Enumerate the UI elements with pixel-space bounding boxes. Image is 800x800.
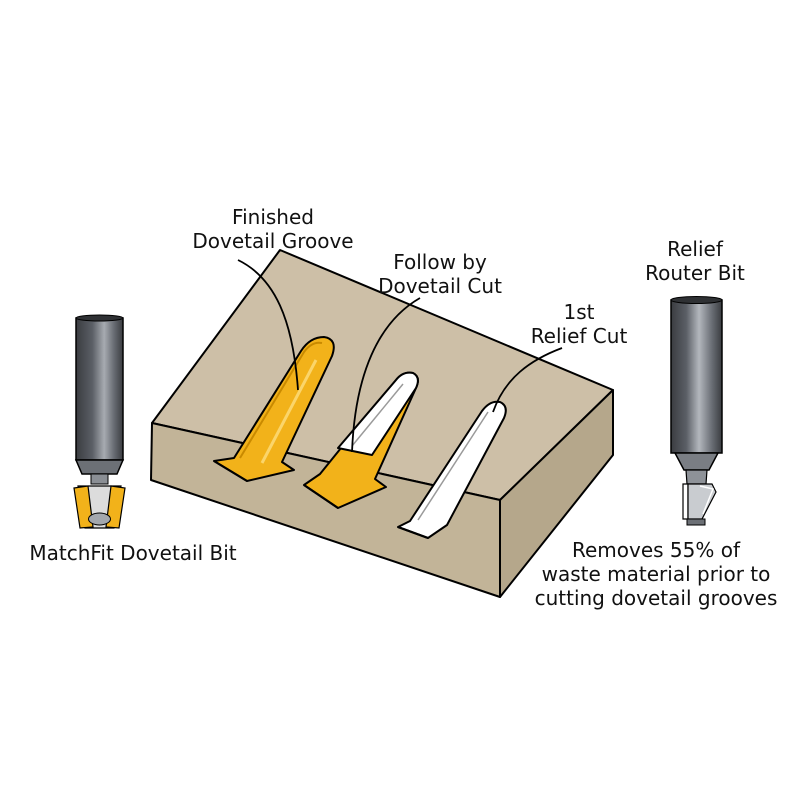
dovetail-router-bit-icon — [73, 314, 126, 529]
relief-cut-groove — [397, 400, 507, 539]
label-removes-line2: waste material prior to — [541, 562, 771, 586]
label-finished-dovetail-groove: Finished Dovetail Groove — [168, 205, 378, 253]
finished-dovetail-groove — [213, 336, 335, 482]
label-finished-line1: Finished — [232, 205, 314, 229]
relief-router-bit-icon — [670, 296, 723, 526]
follow-dovetail-groove — [303, 371, 419, 509]
label-first-relief-cut: 1st Relief Cut — [514, 300, 644, 348]
leader-follow — [351, 297, 421, 453]
label-follow-by-dovetail-cut: Follow by Dovetail Cut — [360, 250, 520, 298]
label-follow-line2: Dovetail Cut — [378, 274, 502, 298]
label-removes-line3: cutting dovetail grooves — [534, 586, 778, 610]
block-side-face — [499, 389, 614, 598]
leader-finished — [237, 259, 299, 391]
label-removes-waste-note: Removes 55% of waste material prior to c… — [520, 538, 792, 610]
label-removes-line1: Removes 55% of — [571, 538, 741, 562]
label-relief-cut-line2: Relief Cut — [530, 324, 628, 348]
label-relief-bit-line2: Router Bit — [645, 261, 745, 285]
label-relief-router-bit: Relief Router Bit — [630, 237, 760, 285]
leader-lines — [237, 259, 563, 453]
label-finished-line2: Dovetail Groove — [192, 229, 354, 253]
label-matchfit-dovetail-bit: MatchFit Dovetail Bit — [29, 541, 237, 565]
label-relief-bit-line1: Relief — [667, 237, 723, 261]
leader-relief-cut — [492, 347, 563, 413]
label-follow-line1: Follow by — [393, 250, 487, 274]
label-relief-cut-line1: 1st — [563, 300, 595, 324]
